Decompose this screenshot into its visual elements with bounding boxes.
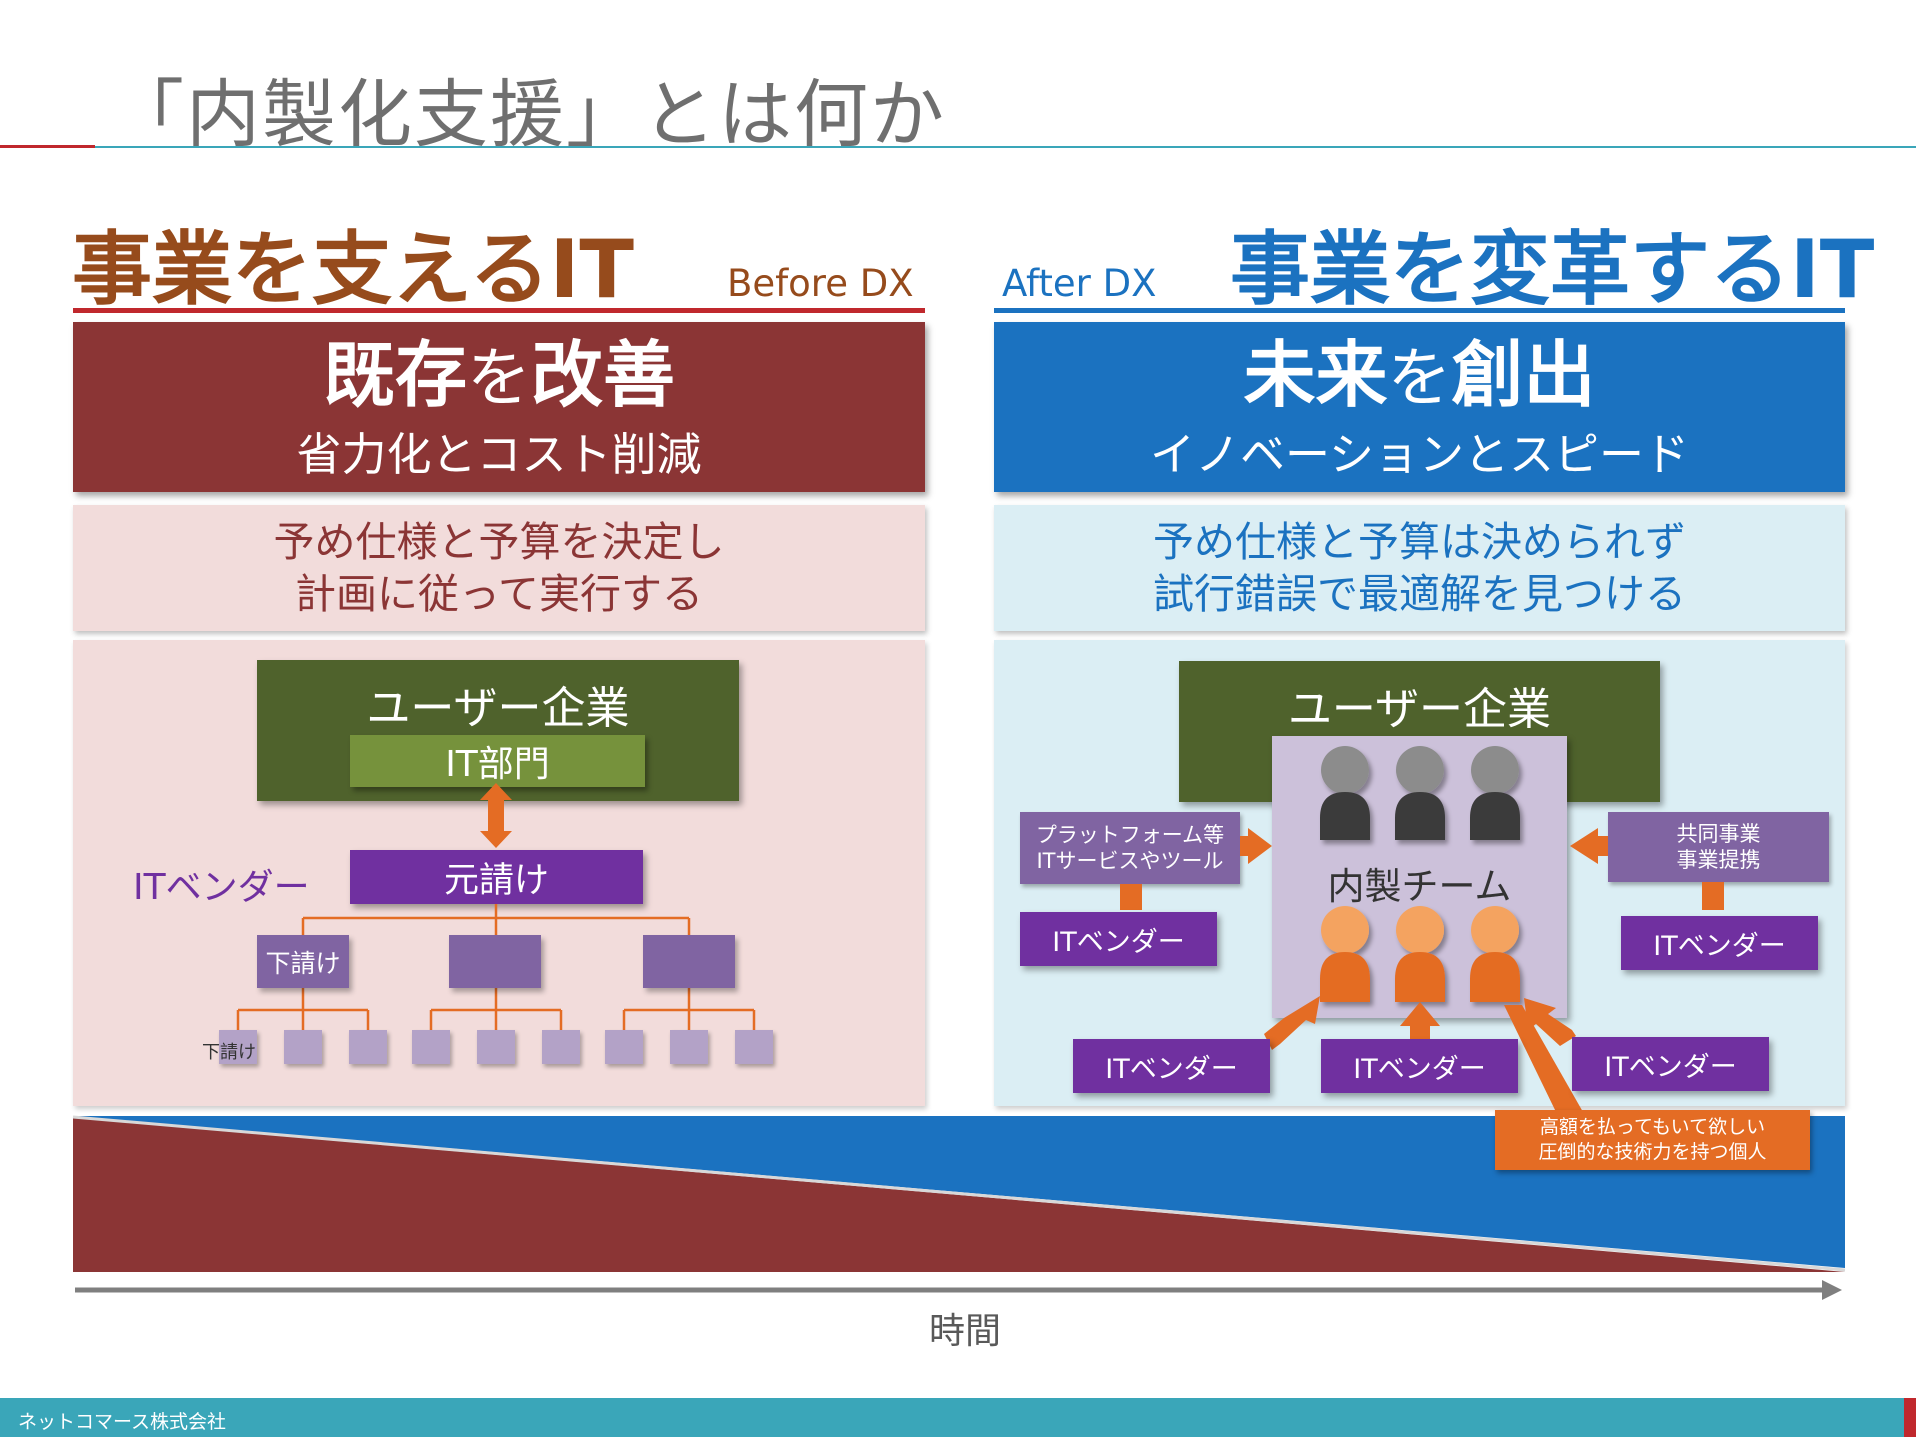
- time-axis-label: 時間: [928, 1311, 1001, 1352]
- subcontractor-box-1: 下請け: [257, 935, 349, 988]
- it-vendor-label: ITベンダー: [1052, 926, 1185, 958]
- right-description-line1: 予め仕様と予算は決められず: [1153, 518, 1686, 566]
- left-heading: 事業を支えるIT: [72, 223, 634, 316]
- vendor-middle-arrow: [1400, 1002, 1440, 1046]
- right-theme-box: 未来を創出 イノベーションとスピード: [994, 322, 1845, 492]
- right-theme-title: 未来を創出: [1243, 333, 1596, 417]
- prime-contractor-box: 元請け: [350, 850, 643, 904]
- platform-services-line1: プラットフォーム等: [1035, 823, 1225, 847]
- in-house-team-label: 内製チーム: [1327, 865, 1512, 908]
- sub-subcontractor-box: [412, 1030, 450, 1064]
- platform-arrow: [1240, 828, 1272, 864]
- company-name: ネットコマース株式会社: [18, 1411, 227, 1433]
- joint-venture-box: 共同事業 事業提携: [1608, 812, 1829, 882]
- page-title: 「内製化支援」とは何か: [110, 72, 946, 158]
- joint-venture-arrow: [1570, 828, 1608, 864]
- after-dx-tag: After DX: [1002, 262, 1157, 305]
- prime-contractor-label: 元請け: [443, 860, 549, 901]
- vendor-left-arrow: [1264, 996, 1320, 1050]
- joint-venture-line1: 共同事業: [1676, 822, 1761, 846]
- right-heading: 事業を変革するIT: [1230, 223, 1875, 316]
- before-dx-tag: Before DX: [727, 262, 914, 305]
- it-department-box: IT部門: [350, 735, 645, 787]
- it-vendor-label: ITベンダー: [1353, 1053, 1486, 1085]
- it-vendor-box-bottom-right: ITベンダー: [1572, 1037, 1769, 1091]
- sub-subcontractor-box: [605, 1030, 643, 1064]
- right-description-line2: 試行錯誤で最適解を見つける: [1153, 570, 1686, 618]
- it-vendor-box-bottom-left: ITベンダー: [1073, 1039, 1270, 1093]
- expert-callout-line1: 高額を払ってもいて欲しい: [1539, 1116, 1766, 1138]
- sub-subcontractor-box: [735, 1030, 773, 1064]
- business-member-icon: [1470, 746, 1520, 840]
- it-vendor-label: ITベンダー: [1604, 1051, 1737, 1083]
- joint-vendor-connector: [1702, 882, 1724, 910]
- it-dept-prime-arrow: [480, 783, 512, 848]
- left-description: 予め仕様と予算を決定し 計画に従って実行する: [73, 505, 925, 631]
- time-axis-arrow: [75, 1280, 1842, 1300]
- vendor-right-arrow: [1524, 998, 1576, 1046]
- it-department-label: IT部門: [445, 744, 550, 785]
- engineer-member-icon: [1320, 906, 1370, 1002]
- right-description: 予め仕様と予算は決められず 試行錯誤で最適解を見つける: [994, 505, 1845, 631]
- footer-bar: [0, 1398, 1904, 1437]
- header-divider: [95, 146, 1916, 148]
- subcontractor-box-2: [449, 935, 541, 988]
- subcontractor-box-3: [643, 935, 735, 988]
- org-tree-lines: [236, 904, 756, 1030]
- it-vendor-box-platform: ITベンダー: [1020, 912, 1217, 966]
- right-heading-underline: [994, 308, 1845, 313]
- platform-services-line2: ITサービスやツール: [1036, 849, 1224, 873]
- callout-pointer: [1504, 1005, 1583, 1112]
- joint-venture-line2: 事業提携: [1676, 848, 1761, 872]
- left-description-line1: 予め仕様と予算を決定し: [273, 518, 725, 566]
- header-divider-accent: [0, 145, 95, 148]
- it-vendor-label: ITベンダー: [1653, 930, 1786, 962]
- subcontractor-label: 下請け: [265, 948, 341, 978]
- it-vendor-label: ITベンダー: [1105, 1053, 1238, 1085]
- business-member-icon: [1320, 746, 1370, 840]
- right-user-company-box: ユーザー企業: [1179, 661, 1660, 802]
- platform-vendor-connector: [1120, 884, 1142, 910]
- sub-subcontractor-box: [284, 1030, 322, 1064]
- sub-subcontractor-box: [349, 1030, 387, 1064]
- engineer-member-icon: [1395, 906, 1445, 1002]
- sub-subcontractor-label: 下請け: [202, 1042, 256, 1063]
- platform-services-box: プラットフォーム等 ITサービスやツール: [1020, 812, 1240, 884]
- footer-accent: [1904, 1398, 1916, 1437]
- right-user-company-label: ユーザー企業: [1287, 684, 1552, 735]
- sub-subcontractor-box: [670, 1030, 708, 1064]
- sub-subcontractor-box: [219, 1030, 257, 1064]
- right-theme-subtitle: イノベーションとスピード: [1149, 428, 1690, 481]
- left-theme-subtitle: 省力化とコスト削減: [296, 428, 702, 481]
- left-theme-title: 既存を改善: [322, 333, 676, 417]
- engineer-member-icon: [1470, 906, 1520, 1002]
- sub-subcontractor-box: [477, 1030, 515, 1064]
- left-description-line2: 計画に従って実行する: [295, 570, 703, 618]
- left-user-company-label: ユーザー企業: [366, 683, 630, 734]
- sub-subcontractor-box: [542, 1030, 580, 1064]
- expert-callout-box: 高額を払ってもいて欲しい 圧倒的な技術力を持つ個人: [1495, 1110, 1810, 1170]
- it-vendor-box-joint: ITベンダー: [1621, 916, 1818, 970]
- it-vendor-box-bottom-middle: ITベンダー: [1321, 1039, 1518, 1093]
- expert-callout-line2: 圧倒的な技術力を持つ個人: [1538, 1141, 1767, 1163]
- business-member-icon: [1395, 746, 1445, 840]
- it-vendor-side-label: ITベンダー: [133, 867, 310, 908]
- left-theme-box: 既存を改善 省力化とコスト削減: [73, 322, 925, 492]
- left-heading-underline: [73, 308, 925, 313]
